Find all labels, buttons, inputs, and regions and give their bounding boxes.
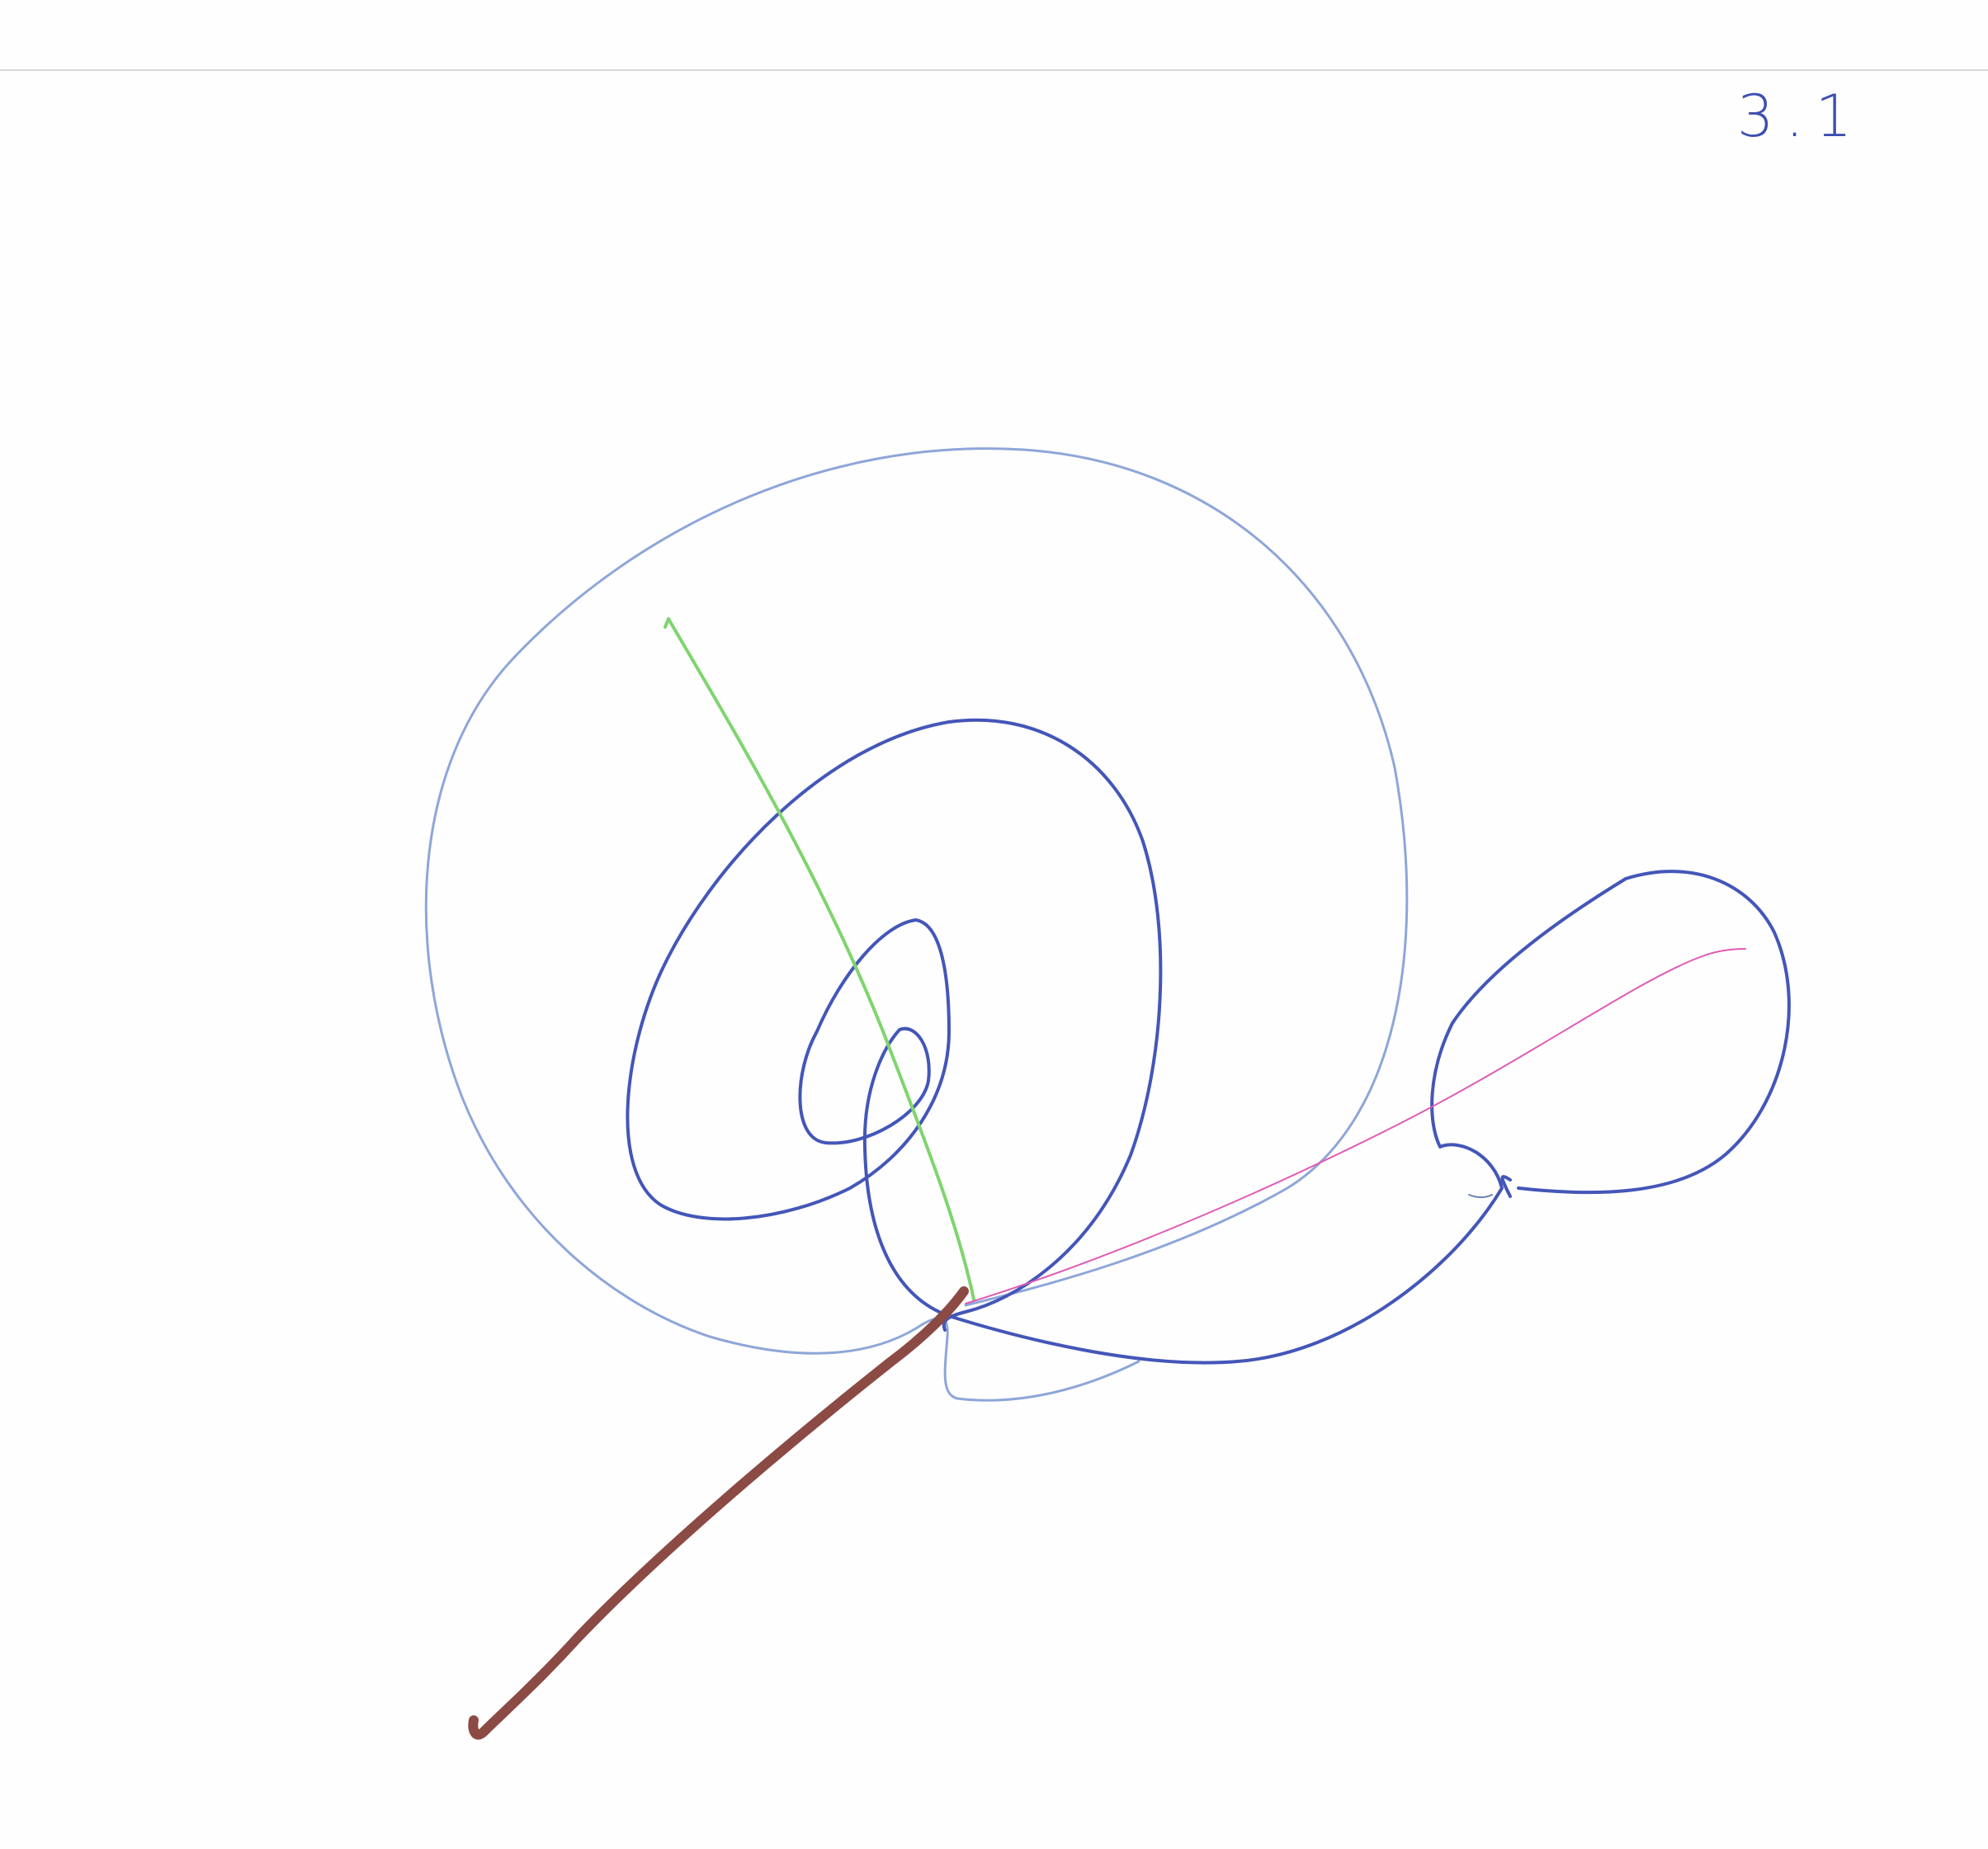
outer-pale-blue-loop bbox=[424, 447, 1409, 1402]
top-edge-line bbox=[0, 69, 1988, 71]
pink-stroke bbox=[965, 948, 1746, 1304]
page-number: 3.1 bbox=[1737, 83, 1864, 150]
brown-stroke bbox=[468, 1286, 969, 1740]
green-stroke bbox=[663, 617, 975, 1301]
stray-mark bbox=[1468, 1194, 1493, 1198]
inner-blue-spiral bbox=[626, 718, 1791, 1365]
